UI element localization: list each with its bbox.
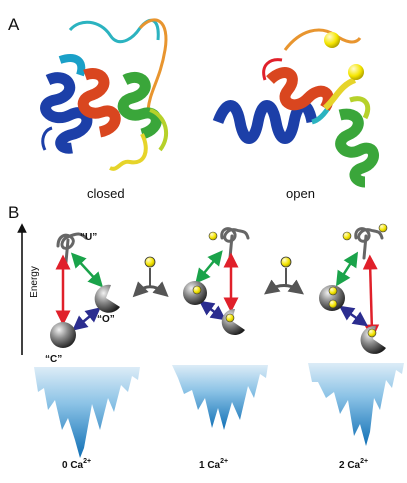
state-group-0-ca: “U” “O” “C” <box>45 232 120 365</box>
energy-funnel-1-ca <box>172 365 268 430</box>
closed-protein-structure <box>40 18 169 171</box>
label-open: “O” <box>97 314 115 325</box>
arrow-o-c-1 <box>198 300 227 321</box>
arrow-o-c <box>72 307 101 331</box>
calcium-ion-free-1 <box>144 256 156 268</box>
panel-a-label: A <box>8 15 20 34</box>
unfolded-chain-icon <box>56 232 88 250</box>
unfolded-chain-icon-1 <box>220 227 250 243</box>
caption-closed: closed <box>87 186 125 201</box>
label-0-ca: 0 Ca2+ <box>62 458 91 471</box>
binding-step-2 <box>263 256 305 295</box>
arrow-u-o-2 <box>335 251 359 287</box>
calcium-ion-free-2 <box>280 256 292 268</box>
label-closed: “C” <box>45 354 62 365</box>
label-2-ca: 2 Ca2+ <box>339 458 368 471</box>
open-protein-structure <box>212 28 379 188</box>
binding-arrow-1 <box>132 281 169 298</box>
binding-arrow-2 <box>263 279 305 295</box>
caption-open: open <box>286 186 315 201</box>
closed-state-sphere <box>50 322 76 348</box>
energy-axis-label: Energy <box>29 266 40 298</box>
open-state-sphere <box>94 284 120 313</box>
panel-b-label: B <box>8 203 19 222</box>
energy-funnel-2-ca <box>308 363 404 446</box>
energy-funnel-0-ca <box>34 367 140 458</box>
unfolded-chain-icon-2 <box>354 227 384 243</box>
state-group-1-ca <box>183 227 250 335</box>
open-state-sphere-2 <box>360 325 386 354</box>
closed-state-sphere-2 <box>319 285 345 311</box>
arrow-o-c-2 <box>338 305 369 327</box>
open-state-sphere-1 <box>221 308 245 335</box>
binding-step-1 <box>132 256 169 298</box>
label-1-ca: 1 Ca2+ <box>199 458 228 471</box>
arrow-u-o-1 <box>195 250 223 284</box>
calcium-ion-2 <box>348 64 364 80</box>
state-group-2-ca <box>319 223 388 354</box>
calcium-ion-1 <box>324 32 340 48</box>
bound-calcium-icon <box>208 231 218 241</box>
arrow-u-c-2 <box>362 254 380 340</box>
arrow-u-o <box>70 252 104 288</box>
label-unfolded: “U” <box>80 232 97 243</box>
